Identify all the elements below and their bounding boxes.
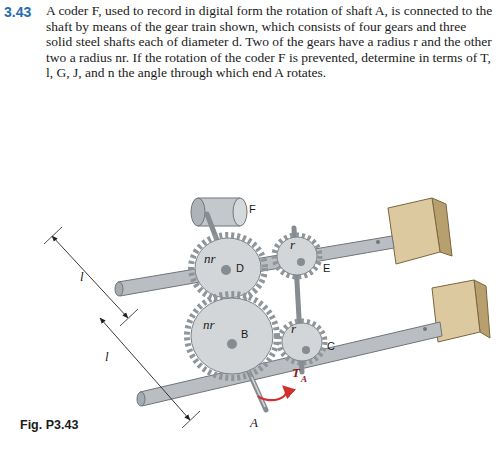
coder-end — [233, 198, 247, 226]
part-label: F — [249, 203, 256, 216]
radius-label: r — [291, 322, 296, 337]
extension-line — [120, 309, 138, 326]
gear-label: D — [236, 262, 244, 275]
gear-hub — [221, 265, 231, 275]
dimension-line — [100, 318, 190, 420]
gear-teeth — [191, 235, 265, 301]
torque-subscript: A — [301, 374, 307, 384]
extension-line — [44, 227, 62, 244]
radius-label: nr — [203, 318, 215, 333]
coder-end — [191, 198, 205, 226]
gear — [277, 237, 317, 275]
radius-label: r — [290, 238, 295, 253]
gear — [195, 238, 261, 298]
gear-label: B — [241, 328, 248, 341]
gear-teeth — [274, 235, 320, 277]
gear — [191, 298, 273, 374]
bar-end — [137, 392, 145, 406]
problem-statement: A coder F, used to record in digital for… — [46, 3, 494, 81]
torque-arrow — [258, 387, 286, 400]
gear-hub — [302, 346, 310, 354]
problem-number: 3.43 — [4, 4, 31, 20]
bar-hole — [376, 240, 380, 244]
gear — [282, 323, 322, 361]
bar-end — [115, 282, 123, 296]
gear-label: C — [327, 340, 335, 353]
gear-hub — [297, 258, 305, 266]
torque-symbol: T — [292, 366, 300, 381]
figure-caption: Fig. P3.43 — [20, 418, 78, 432]
dimension-label: l — [80, 270, 84, 285]
dimension-label: l — [105, 350, 109, 365]
gear-teeth — [187, 294, 277, 378]
shaft-end-label: A — [250, 416, 258, 431]
wall-support — [388, 198, 440, 264]
bearing-bar — [140, 322, 442, 406]
radius-label: nr — [204, 252, 216, 267]
gear-teeth — [279, 321, 325, 363]
extension-line — [182, 411, 200, 428]
dimension-line — [52, 236, 128, 318]
gear-hub — [227, 339, 237, 349]
gear-label: E — [323, 262, 330, 275]
bar-hole — [423, 327, 427, 331]
